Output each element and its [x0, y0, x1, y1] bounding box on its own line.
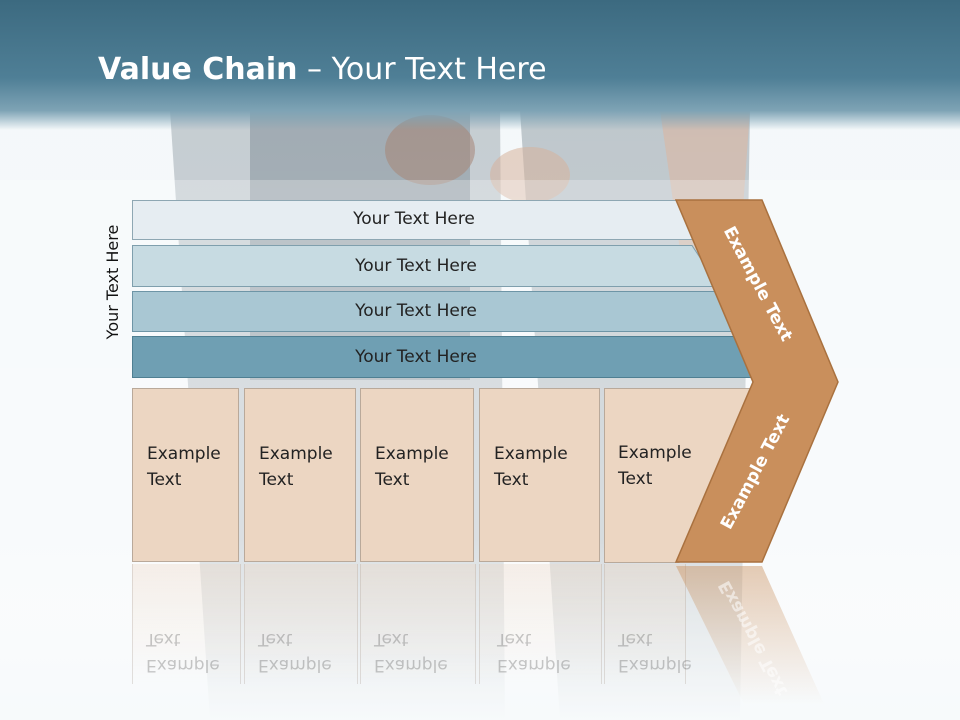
reflection-text-1: Example Text	[146, 629, 220, 675]
reflection-box-1	[132, 564, 241, 684]
activity-box-2: Example Text	[244, 388, 356, 562]
side-label: Your Text Here	[103, 224, 122, 340]
reflection-text-5: Example Text	[618, 629, 692, 675]
reflection-box-2	[244, 564, 358, 684]
support-bar-4-label: Your Text Here	[355, 347, 477, 367]
support-bar-2: Your Text Here	[132, 245, 720, 287]
support-bar-3-label: Your Text Here	[355, 301, 477, 321]
support-bar-1: Your Text Here	[132, 200, 696, 240]
activity-box-5-label: Example Text	[618, 443, 692, 489]
reflection: Example Text Example Text Example Text E…	[0, 564, 960, 704]
reflection-text-4: Example Text	[497, 629, 571, 675]
title-rest: – Your Text Here	[297, 52, 547, 87]
title-bold: Value Chain	[98, 52, 298, 87]
header-band	[0, 0, 960, 130]
activity-box-1-label: Example Text	[147, 444, 221, 490]
support-bar-3: Your Text Here	[132, 291, 744, 332]
reflection-text-3: Example Text	[374, 629, 448, 675]
reflection-chevron	[676, 566, 824, 704]
reflection-box-3	[360, 564, 476, 684]
slide-title: Value Chain – Your Text Here	[98, 52, 547, 87]
activity-box-3: Example Text	[360, 388, 474, 562]
support-bar-1-label: Your Text Here	[353, 209, 475, 229]
margin-chevron	[674, 199, 839, 563]
activity-box-1: Example Text	[132, 388, 239, 562]
support-bar-2-label: Your Text Here	[355, 256, 477, 276]
reflection-box-4	[479, 564, 602, 684]
activity-box-4-label: Example Text	[494, 444, 568, 490]
activity-box-4: Example Text	[479, 388, 600, 562]
activity-box-3-label: Example Text	[375, 444, 449, 490]
reflection-box-5	[604, 564, 686, 684]
support-bar-4: Your Text Here	[132, 336, 766, 378]
reflection-text-2: Example Text	[258, 629, 332, 675]
activity-box-2-label: Example Text	[259, 444, 333, 490]
